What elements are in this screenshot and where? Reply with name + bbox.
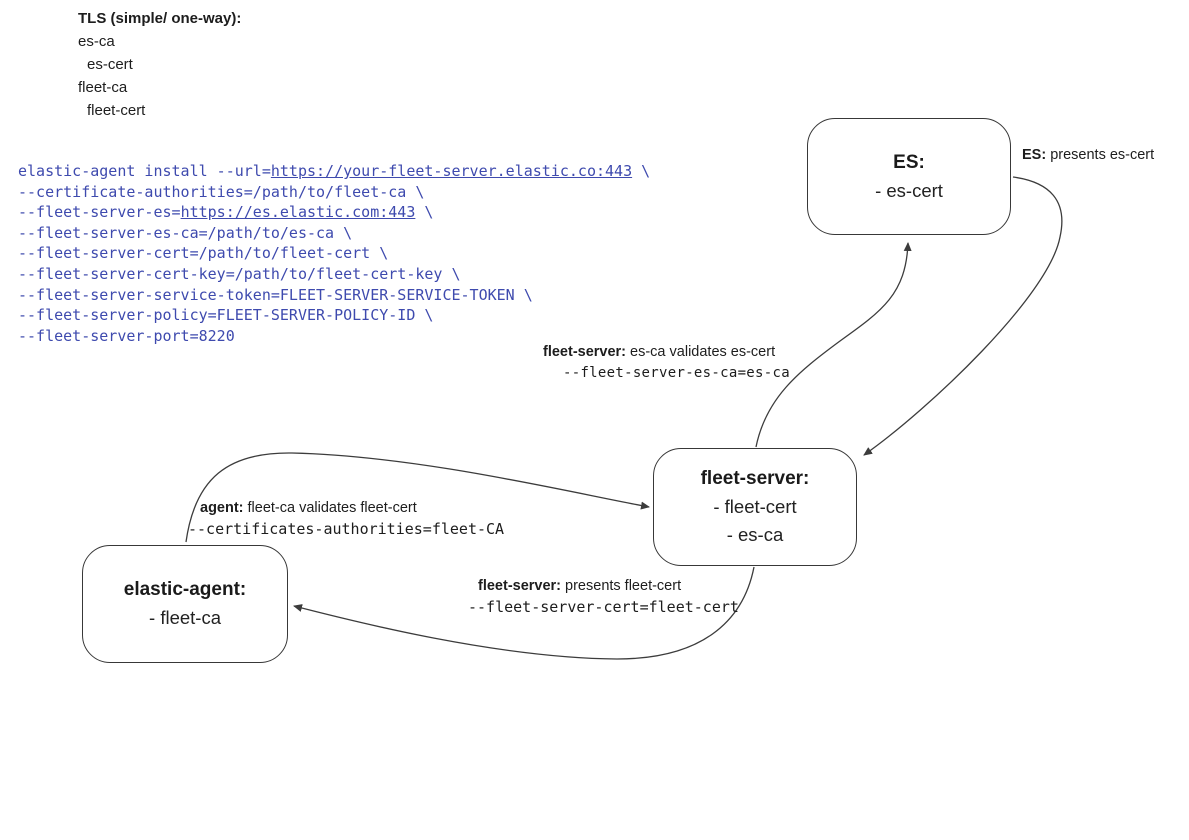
node-es-line: - es-cert <box>875 179 943 201</box>
code-url-link: https://es.elastic.com:443 <box>180 203 416 222</box>
legend-item-es-ca: es-ca <box>78 33 115 50</box>
edge-label-fleet-presents-rest: presents fleet-cert <box>561 578 682 594</box>
edge-label-fleet-presents: fleet-server: presents fleet-cert --flee… <box>468 576 739 618</box>
node-es-title: ES: <box>893 151 925 173</box>
code-line: --fleet-server-cert=/path/to/fleet-cert … <box>18 244 389 263</box>
legend-item-es-cert: es-cert <box>87 56 133 73</box>
node-fleet-server-title: fleet-server: <box>700 468 810 489</box>
edge-label-fleet-presents-mono: --fleet-server-cert=fleet-cert <box>468 598 739 616</box>
node-fleet-server-line-ca: - es-ca <box>726 524 784 545</box>
code-line: --fleet-server-cert-key=/path/to/fleet-c… <box>18 264 461 283</box>
code-line: --fleet-server-es=https://es.elastic.com… <box>18 203 434 222</box>
code-line: --fleet-server-port=8220 <box>18 326 235 345</box>
edge-label-fleet-validates-bold: fleet-server: <box>543 344 627 360</box>
node-elastic-agent-title: elastic-agent: <box>123 579 247 600</box>
tls-legend: TLS (simple/ one-way): es-ca es-cert fle… <box>78 7 241 122</box>
node-elastic-agent-line: - fleet-ca <box>149 607 221 628</box>
node-fleet-server: fleet-server: - fleet-cert - es-ca <box>653 448 857 566</box>
edge-label-agent-validates-mono: --certificates-authorities=fleet-CA <box>188 520 505 538</box>
code-line: --fleet-server-es-ca=/path/to/es-ca \ <box>18 223 353 242</box>
edge-label-es-presents: ES: presents es-cert <box>1022 145 1154 166</box>
code-line: --certificate-authorities=/path/to/fleet… <box>18 182 425 201</box>
edge-label-fleet-validates-mono: --fleet-server-es-ca=es-ca <box>563 365 790 381</box>
legend-item-fleet-ca: fleet-ca <box>78 79 128 96</box>
edge-label-fleet-presents-bold: fleet-server: <box>478 578 562 594</box>
node-elastic-agent: elastic-agent: - fleet-ca <box>82 545 288 663</box>
edge-label-agent-validates: agent: fleet-ca validates fleet-cert --c… <box>188 498 504 540</box>
code-line: elastic-agent install --url=https://your… <box>18 162 651 180</box>
code-line: --fleet-server-policy=FLEET-SERVER-POLIC… <box>18 306 434 325</box>
edge-label-agent-validates-bold: agent: <box>200 500 244 516</box>
legend-item-fleet-cert: fleet-cert <box>87 102 146 119</box>
code-line: --fleet-server-service-token=FLEET-SERVE… <box>18 285 533 304</box>
code-block: elastic-agent install --url=https://your… <box>18 161 650 346</box>
edge-label-fleet-validates: fleet-server: es-ca validates es-cert --… <box>543 342 790 384</box>
edge-label-agent-validates-rest: fleet-ca validates fleet-cert <box>243 500 417 516</box>
node-es: ES: - es-cert <box>807 118 1011 235</box>
edge-label-fleet-validates-rest: es-ca validates es-cert <box>626 344 776 360</box>
edge-label-es-presents-rest: presents es-cert <box>1046 147 1155 163</box>
code-url-link: https://your-fleet-server.elastic.co:443 <box>270 162 633 180</box>
edge-label-es-presents-bold: ES: <box>1022 147 1047 163</box>
node-fleet-server-line-cert: - fleet-cert <box>713 496 797 517</box>
legend-title: TLS (simple/ one-way): <box>78 10 242 27</box>
